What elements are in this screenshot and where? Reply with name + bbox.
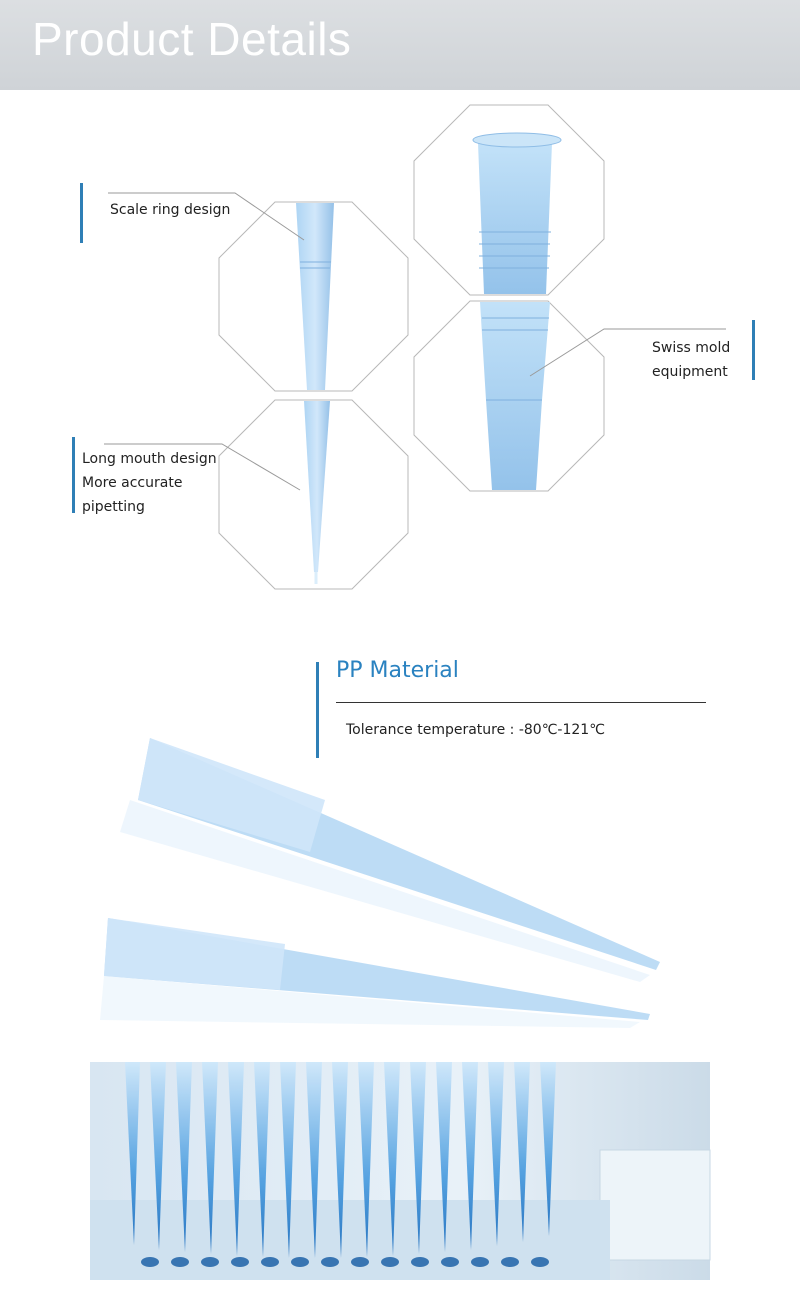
page-title: Product Details — [32, 13, 352, 65]
material-divider — [336, 702, 706, 703]
tolerance-text: Tolerance temperature : -80℃-121℃ — [346, 722, 605, 738]
scale-ring-accent-bar — [80, 183, 83, 243]
leader-long-mouth — [104, 443, 301, 491]
long-mouth-label-1: Long mouth design — [82, 451, 217, 467]
swiss-mold-accent-bar — [752, 320, 755, 380]
leader-scale-ring — [108, 192, 305, 241]
well-plate — [141, 1257, 549, 1267]
swiss-mold-label-1: Swiss mold — [652, 340, 731, 356]
long-mouth-label-3: pipetting — [82, 499, 145, 515]
header-banner: Product Details — [0, 0, 800, 90]
material-accent-bar — [316, 662, 319, 758]
pipette-tips-row — [125, 1062, 556, 1258]
tip-bottom-right — [480, 302, 550, 490]
large-tips-illustration — [100, 738, 660, 1028]
long-mouth-accent-bar — [72, 437, 75, 513]
leader-swiss-mold — [529, 328, 726, 377]
lab-photo — [90, 1062, 711, 1280]
scale-ring-label: Scale ring design — [110, 202, 231, 218]
tip-top-right — [478, 143, 552, 294]
swiss-mold-label-2: equipment — [652, 364, 728, 380]
material-title: PP Material — [336, 658, 459, 683]
tip-upper-left — [296, 203, 334, 390]
tip-lower-left — [304, 401, 330, 572]
long-mouth-label-2: More accurate — [82, 475, 183, 491]
